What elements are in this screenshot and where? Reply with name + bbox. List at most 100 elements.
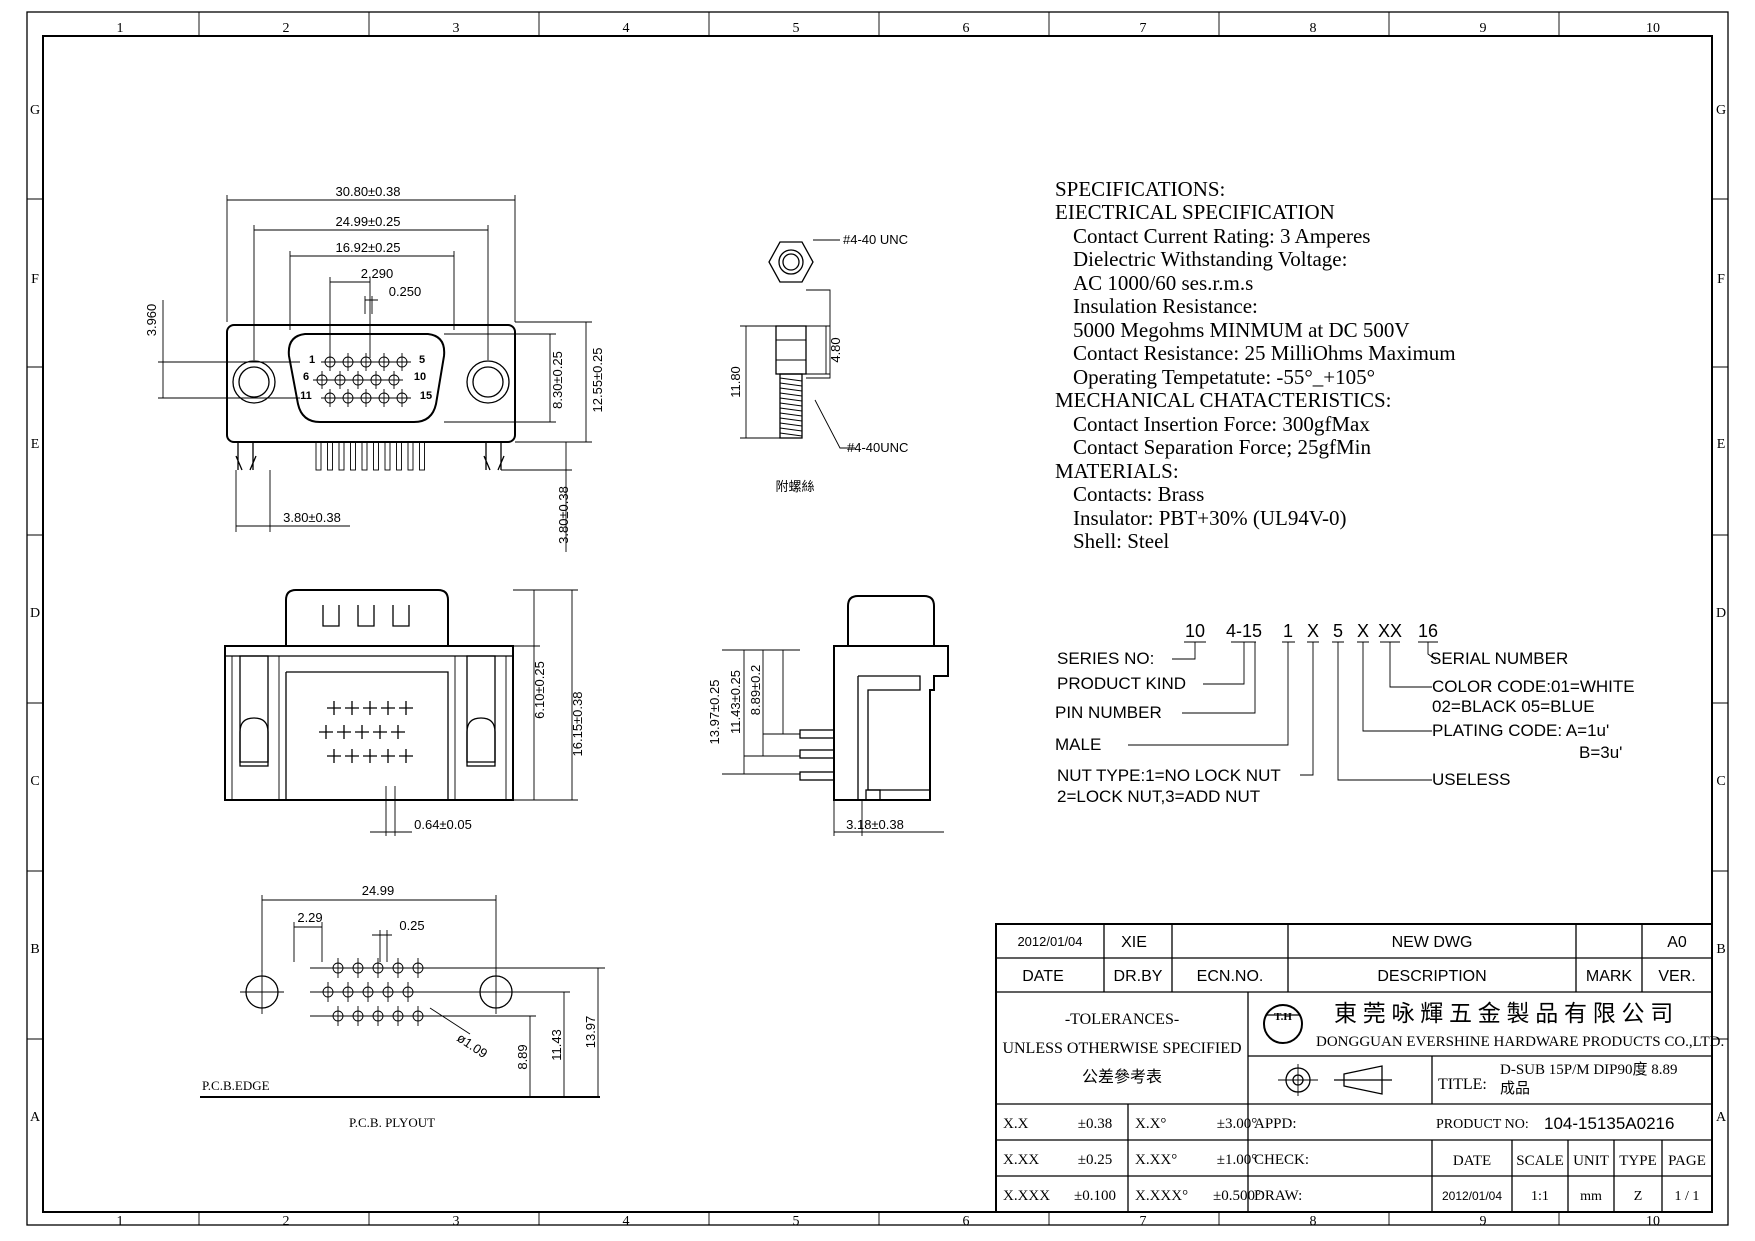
solder-leg [373,441,379,471]
product-no-label: PRODUCT NO: [1436,1117,1529,1132]
zone-col-4-bottom: 4 [623,1214,630,1229]
spec-line-2: Contact Current Rating: 3 Amperes [1073,224,1370,248]
screw-thread-line [779,402,803,407]
dim-side-h2: 11.43±0.25 [728,670,743,734]
info-header-1: SCALE [1516,1153,1564,1169]
code-label-kind: PRODUCT KIND [1057,674,1186,693]
info-header-2: UNIT [1573,1153,1609,1169]
dim-side-offset: 3.18±0.38 [846,817,904,832]
title-value-line2: 成品 [1500,1080,1530,1097]
pcb-h2: 11.43 [549,1029,564,1061]
zone-row-b-left: B [30,942,39,957]
dim-side-h1: 13.97±0.25 [707,680,722,745]
zone-row-g-right: G [1716,103,1726,118]
zone-row-g-left: G [30,103,40,118]
zone-col-2-top: 2 [283,21,290,36]
contact-pin-centerline [339,389,357,407]
pcb-h1: 8.89 [515,1044,530,1069]
zone-row-d-right: D [1716,606,1726,621]
screw-thread-bottom: #4-40UNC [847,440,908,455]
pin-footprint [399,749,413,763]
title-block: 2012/01/04 XIE NEW DWG A0 DATE DR.BY ECN… [995,923,1724,1213]
contact-pin-centerline [375,389,393,407]
contact-pin-centerline [367,371,385,389]
tolerance-row-2-cell-2: X.XXX° [1135,1188,1188,1204]
code-seg-1: 1 [1283,621,1293,641]
company-name-english: DONGGUAN EVERSHINE HARDWARE PRODUCTS CO.… [1316,1034,1724,1050]
spec-line-4: AC 1000/60 ses.r.m.s [1073,271,1253,295]
zone-col-7-bottom: 7 [1140,1214,1147,1229]
pin-footprint [337,725,351,739]
bottom-view: 6.10±0.25 16.15±0.38 0.64±0.05 [224,589,585,836]
info-value-1: 1:1 [1531,1189,1549,1204]
tolerance-row-2-cell-3: ±0.500° [1213,1188,1261,1204]
code-label-male: MALE [1055,735,1101,754]
zone-row-a-right: A [1716,1110,1727,1125]
screw-thread-line [779,427,803,432]
pin-footprint [319,725,333,739]
screw-nut-height: 4.80 [828,337,843,362]
screw-thread-line [779,377,803,382]
company-logo: T.H [1263,1004,1303,1044]
pcb-caption: P.C.B. PLYOUT [349,1115,435,1130]
pcb-layout: 24.99 2.29 0.25 ø1.09 8.89 11.43 13.97 P… [200,883,605,1130]
title-value-line1: D-SUB 15P/M DIP90度 8.89 [1500,1061,1678,1078]
pcb-pitch: 2.29 [297,910,322,925]
dim-shell-height: 8.30±0.25 [550,351,565,409]
contact-pin-centerline [339,353,357,371]
pin-footprint [327,749,341,763]
rev-version: A0 [1667,934,1687,951]
zone-col-5-top: 5 [793,21,800,36]
spec-line-3: Dielectric Withstanding Voltage: [1073,247,1347,271]
solder-leg [396,441,402,471]
dim-board-height: 6.10±0.25 [532,661,547,719]
contact-pin-centerline [393,353,411,371]
code-seg-16: 16 [1418,621,1438,641]
zone-col-9-bottom: 9 [1480,1214,1487,1229]
side-view: 13.97±0.25 11.43±0.25 8.89±0.2 3.18±0.38 [707,595,949,836]
info-value-4: 1 / 1 [1675,1189,1700,1204]
screw-caption: 附螺絲 [775,479,814,494]
dim-overall-height: 12.55±0.25 [590,348,605,413]
code-seg-x1: X [1307,621,1319,641]
code-label-pin: PIN NUMBER [1055,703,1162,722]
solder-leg [338,441,345,471]
solder-leg [407,441,414,471]
screw-thread-line [779,407,803,412]
contact-pin-centerline [357,389,375,407]
hdr-ecn: ECN.NO. [1197,968,1264,985]
tolerance-row-0-cell-3: ±3.00° [1217,1116,1257,1132]
pin-footprint [363,749,377,763]
pin-label-11: 11 [300,390,312,402]
zone-col-10-top: 10 [1646,21,1660,36]
screw-thread-line [779,422,803,427]
title-label: TITLE: [1438,1076,1487,1093]
dim-leg-height: 3.80±0.38 [556,486,571,544]
spec-line-7: Contact Resistance: 25 MilliOhms Maximum [1073,341,1456,365]
tolerance-row-0-cell-1: ±0.38 [1078,1116,1112,1132]
code-seg-4-15: 4-15 [1226,621,1262,641]
zone-col-8-top: 8 [1310,21,1317,36]
contact-pin-centerline [331,371,349,389]
pin-label-1: 1 [309,354,315,366]
zone-row-e-left: E [31,437,40,452]
screw-thread-line [779,382,803,387]
part-code-diagram: 10 4-15 1 X 5 X XX 16 SERIES NO: PRODUCT… [1055,621,1635,806]
spec-line-5: Insulation Resistance: [1073,294,1258,318]
zone-col-10-bottom: 10 [1646,1214,1660,1229]
screw-thread-line [779,417,803,422]
zone-column-labels: 1 2 3 4 5 6 7 8 9 10 1 2 3 4 5 6 7 8 9 1… [117,21,1661,1229]
projection-symbol [1278,1064,1392,1096]
hdr-date: DATE [1022,968,1063,985]
rev-description: NEW DWG [1392,934,1473,951]
contact-pin-centerline [357,353,375,371]
zone-row-a-left: A [30,1110,41,1125]
pin-label-15: 15 [420,390,432,402]
dim-pin-width: 0.64±0.05 [414,817,472,832]
solder-leg [327,441,333,471]
rev-date: 2012/01/04 [1017,934,1082,949]
code-label-color1: COLOR CODE:01=WHITE [1432,677,1635,696]
tolerance-row-1-cell-0: X.XX [1003,1152,1039,1168]
pin-footprint [355,725,369,739]
pin-label-5: 5 [419,354,425,366]
